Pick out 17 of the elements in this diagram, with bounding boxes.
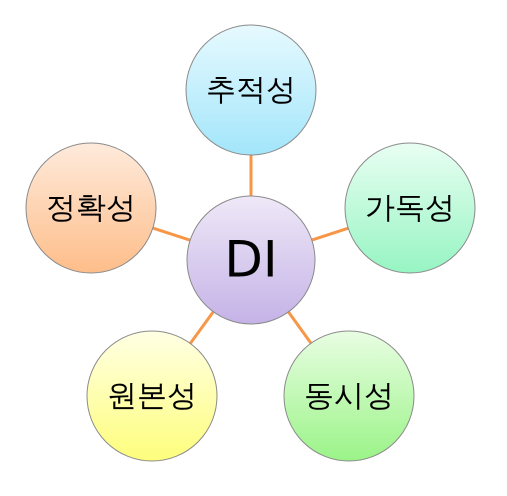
connector-line (189, 310, 215, 344)
circle-node (185, 24, 317, 156)
node-label: 동시성 (304, 380, 394, 412)
node-label: 가독성 (365, 192, 455, 224)
node-label: 추적성 (206, 74, 296, 106)
connector-line (250, 155, 252, 196)
node-label: 정확성 (46, 192, 136, 224)
node-label: 원본성 (107, 380, 197, 412)
circle-node (186, 195, 316, 325)
circle-node (25, 142, 157, 274)
circle-node (283, 330, 415, 462)
connector-line (152, 226, 191, 242)
node-label: DI (224, 232, 278, 288)
circle-node (86, 330, 218, 462)
circle-node (344, 142, 476, 274)
connector-line (287, 311, 312, 344)
connector-line (311, 226, 349, 242)
